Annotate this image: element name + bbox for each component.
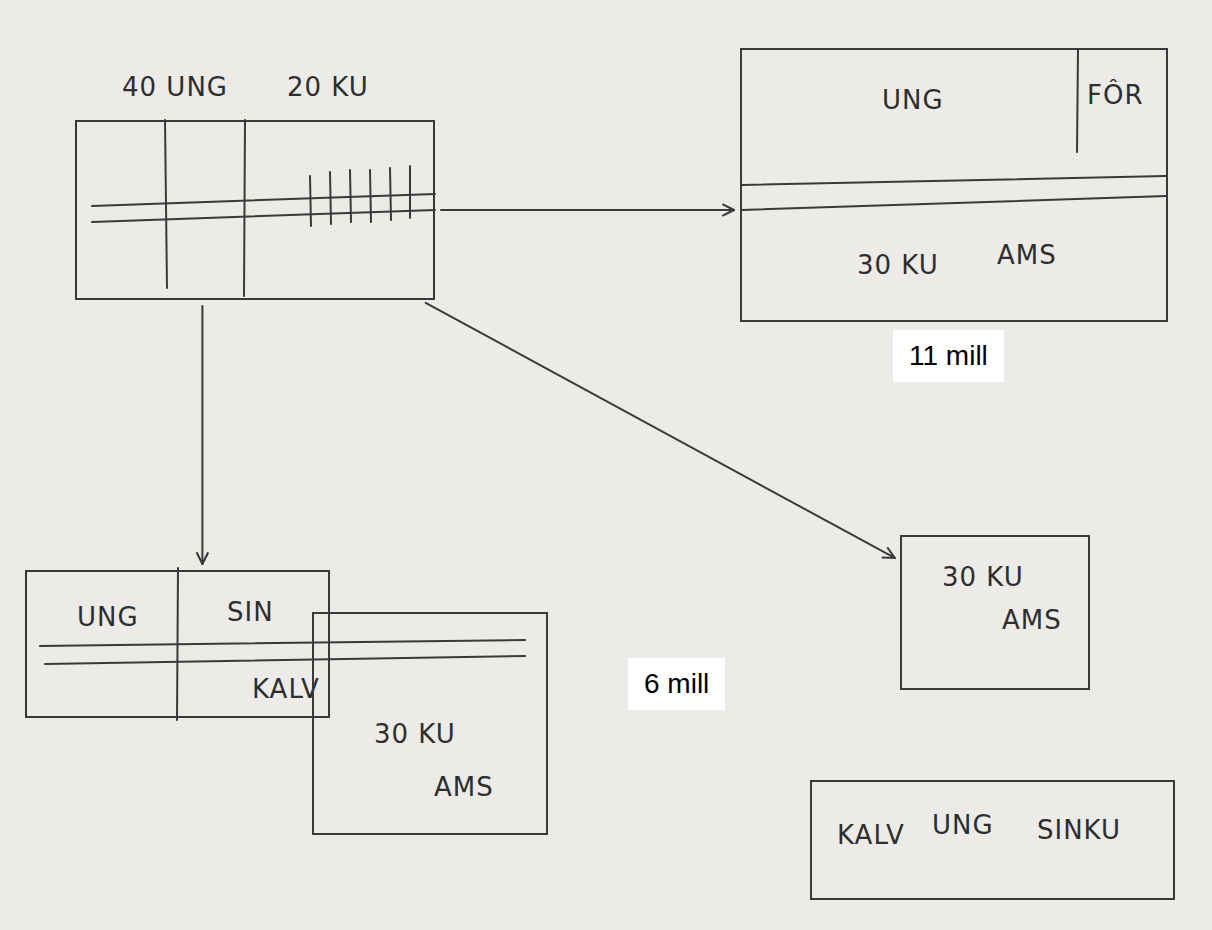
building-heading: 40 UNG <box>122 72 228 102</box>
barn-building: KALV UNG SINKU <box>810 780 1175 900</box>
feed-aisle-line <box>92 210 435 222</box>
section-label: 30 KU <box>942 562 1024 592</box>
feed-aisle-line <box>40 640 525 646</box>
cost-note: 11 mill <box>893 330 1004 382</box>
feed-aisle-line <box>45 656 525 664</box>
section-label: SINKU <box>1037 815 1121 845</box>
section-label: 30 KU <box>857 250 939 280</box>
stall-tick <box>370 170 371 222</box>
section-label: UNG <box>77 602 139 632</box>
stall-tick <box>310 176 311 226</box>
section-label: 30 KU <box>374 719 456 749</box>
pen-divider <box>1077 50 1078 152</box>
option-arrow <box>441 209 734 211</box>
barn-building: 40 UNG20 KU <box>75 120 435 300</box>
option-arrow <box>426 303 895 558</box>
stall-tick <box>409 166 411 218</box>
feed-aisle-line <box>92 194 435 206</box>
stall-tick <box>390 168 391 220</box>
section-label: UNG <box>932 810 994 840</box>
section-label: KALV <box>837 820 905 850</box>
feed-aisle-line <box>742 196 1166 210</box>
stall-tick <box>350 170 351 222</box>
section-label: AMS <box>434 772 494 802</box>
section-label: SIN <box>227 597 274 627</box>
section-label: AMS <box>1002 605 1062 635</box>
cost-note: 6 mill <box>628 658 725 710</box>
section-label: FÔR <box>1087 80 1144 110</box>
feed-aisle-line <box>742 176 1166 185</box>
pen-divider <box>244 120 245 296</box>
section-label: KALV <box>252 674 320 704</box>
barn-building: 30 KU AMS <box>312 612 548 835</box>
barn-building: UNG SIN KALV <box>25 570 330 718</box>
barn-building: 30 KU AMS <box>900 535 1090 690</box>
stall-tick <box>330 172 331 224</box>
section-label: AMS <box>997 240 1057 270</box>
barn-building: UNG FÔR 30 KU AMS <box>740 48 1168 322</box>
option-arrow <box>201 306 203 564</box>
building-heading: 20 KU <box>287 72 369 102</box>
section-label: UNG <box>882 85 944 115</box>
